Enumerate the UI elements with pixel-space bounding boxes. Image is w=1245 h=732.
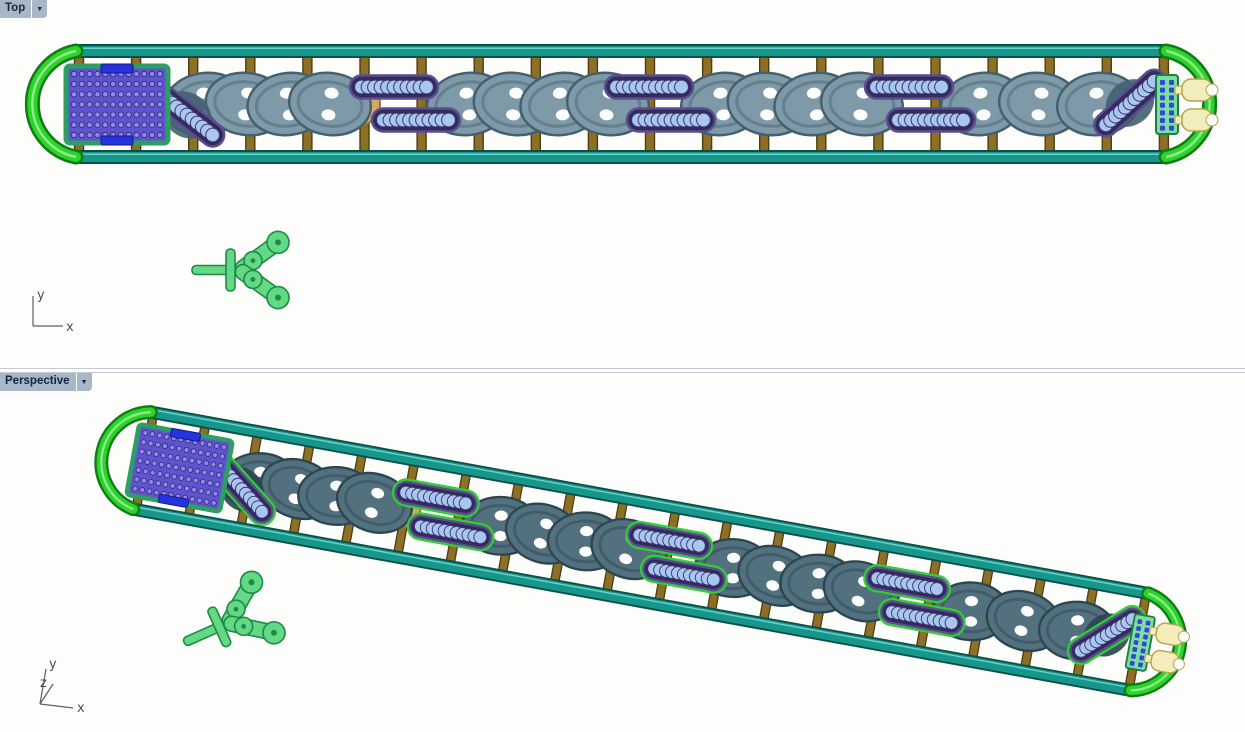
safety-clasp-part-top [191,230,290,310]
viewport-top[interactable]: y x Top ▼ [0,0,1245,368]
axis-label-y: y [37,288,45,303]
viewport-tab-perspective[interactable]: Perspective ▼ [0,373,92,391]
safety-clasp-part-perspective [182,570,286,648]
viewport-tab-top[interactable]: Top ▼ [0,0,48,18]
viewport-canvas-perspective[interactable]: y z x [0,373,1245,732]
axis-gnomon-top: y x [32,288,74,335]
axis-label-x: x [77,701,85,716]
viewport-perspective[interactable]: y z x Perspective ▼ [0,373,1245,732]
axis-label-y: y [49,657,57,672]
viewport-title-top[interactable]: Top [0,0,32,18]
viewport-title-perspective[interactable]: Perspective [0,373,76,391]
viewport-splitter[interactable] [0,368,1245,373]
model-render-top [24,43,1219,165]
axis-label-x: x [66,320,74,335]
axis-label-z: z [40,676,47,691]
chevron-down-icon[interactable]: ▼ [32,0,48,18]
viewport-canvas-top[interactable]: y x [0,0,1245,368]
model-render-perspective [94,405,1190,698]
chevron-down-icon[interactable]: ▼ [76,373,92,391]
axis-gnomon-perspective: y z x [39,657,85,716]
